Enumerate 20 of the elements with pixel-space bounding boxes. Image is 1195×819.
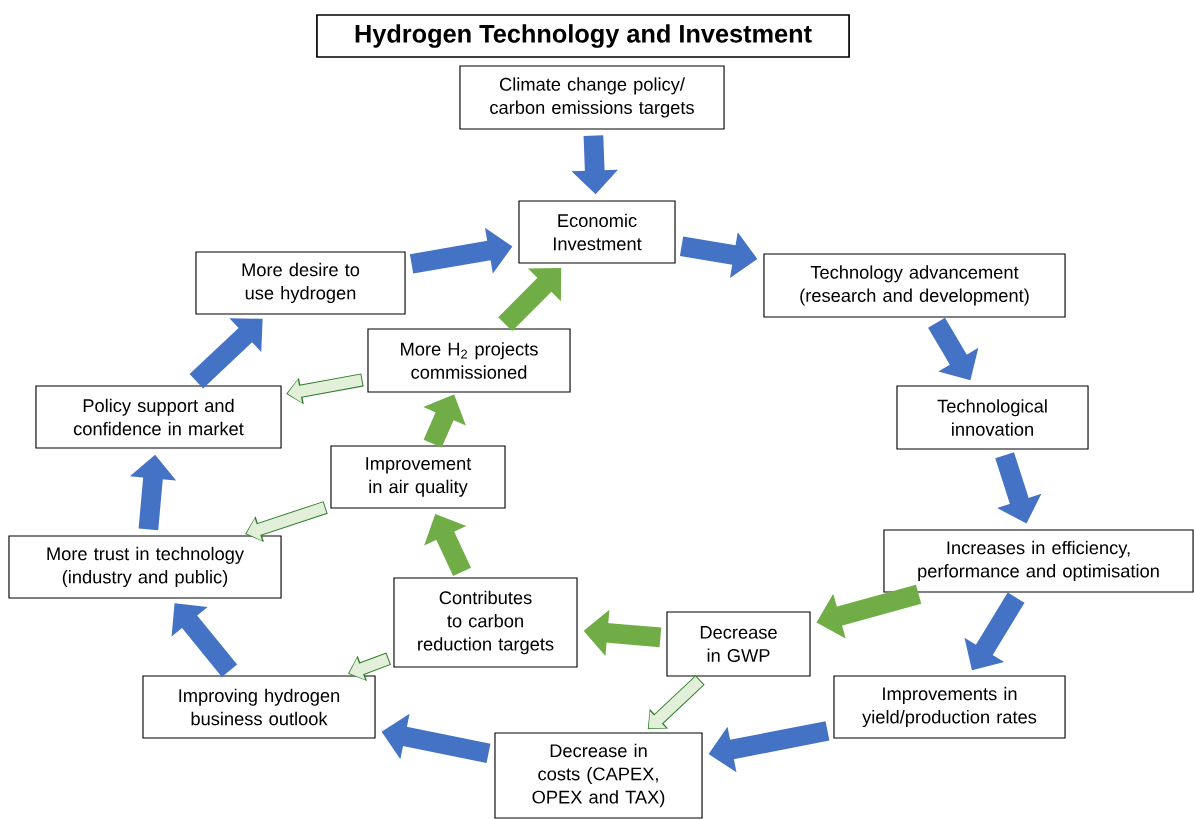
text-box: Policy support and confidence in market xyxy=(35,385,282,449)
text-box: Improvements in yield/production rates xyxy=(833,675,1066,739)
text-box: Improvement in air quality xyxy=(330,445,506,509)
block-arrow xyxy=(189,318,263,389)
text-box: Decrease in costs (CAPEX, OPEX and TAX) xyxy=(494,732,703,819)
text-box: Climate change policy/ carbon emissions targets xyxy=(459,65,725,130)
block-arrow xyxy=(348,652,391,681)
text-box: Increases in efficiency, performance and optimisation xyxy=(883,529,1194,593)
text-box: More trust in technology (industry and public) xyxy=(8,535,282,599)
title-box: Hydrogen Technology and Investment xyxy=(316,14,850,58)
text-box: Contributes to carbon reduction targets xyxy=(393,577,578,668)
block-arrow xyxy=(647,675,705,730)
text-box: Technological innovation xyxy=(896,385,1089,450)
text-box: Economic Investment xyxy=(518,200,676,264)
text-box: More desire to use hydrogen xyxy=(195,251,406,315)
text-box: Improving hydrogen business outlook xyxy=(142,675,376,739)
block-arrow xyxy=(171,603,238,677)
text-box: Technology advancement (research and development) xyxy=(763,253,1066,318)
text-box: More H$_{2}$ projects commissioned xyxy=(367,328,571,393)
text-box: Decrease in GWP xyxy=(666,611,811,677)
